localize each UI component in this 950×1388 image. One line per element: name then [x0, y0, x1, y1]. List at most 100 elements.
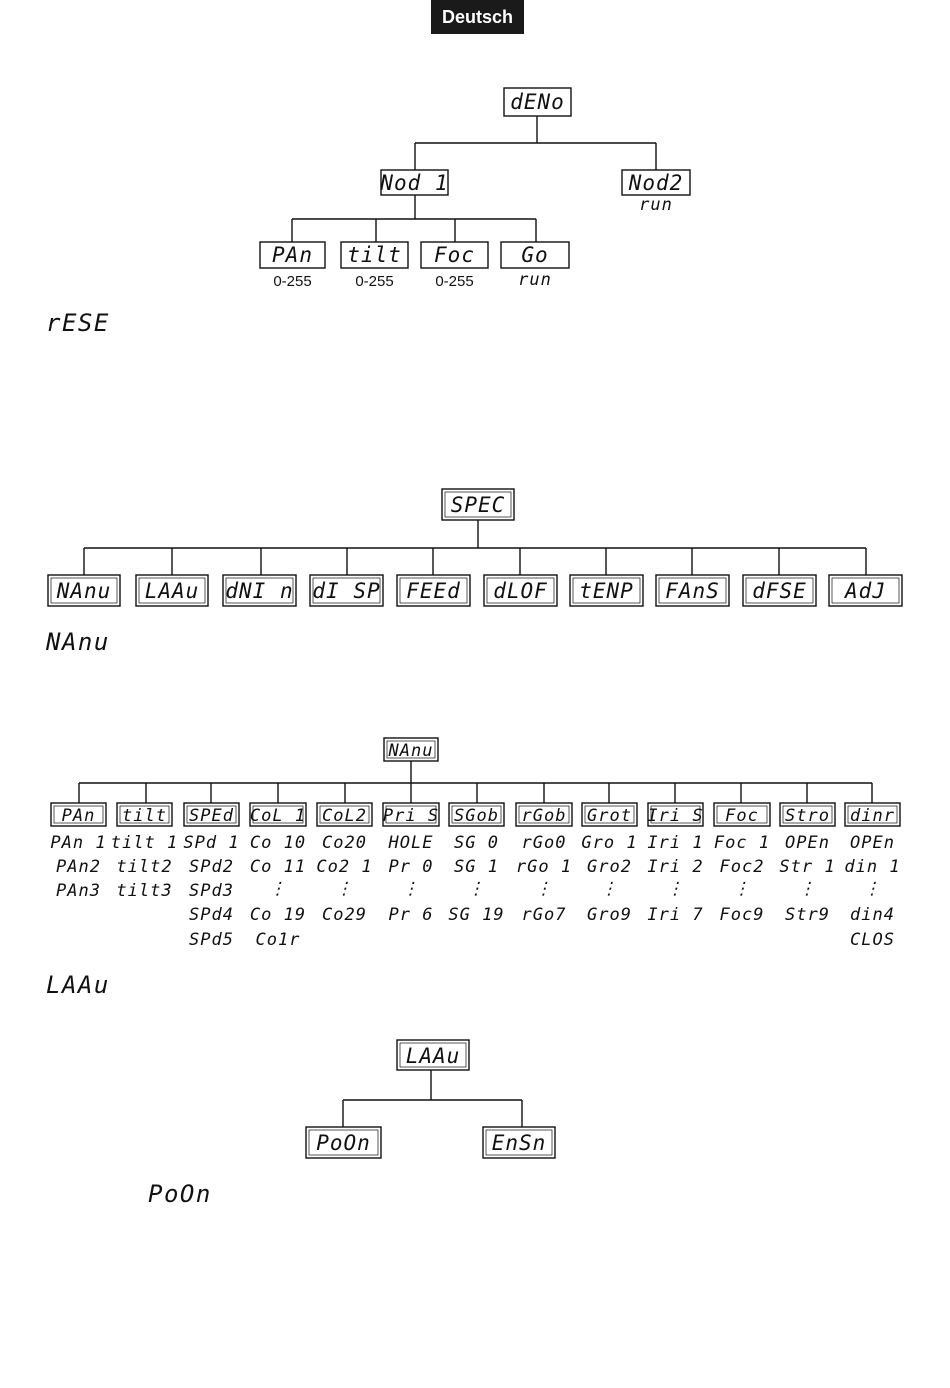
manu-option: PAn2	[56, 857, 101, 877]
manu-column-label: Grot	[587, 806, 632, 826]
manu-option-ellipsis: ⋮	[336, 879, 354, 899]
manu-option-ellipsis: ⋮	[733, 879, 751, 899]
manu-option: SPd2	[189, 857, 234, 877]
laau-child-poon: PoOn	[305, 1126, 382, 1159]
demo-child-range: 0-255	[273, 273, 311, 290]
manu-option: Gro2	[587, 857, 632, 877]
manu-option: Co 11	[250, 857, 306, 877]
manu-root-label: NAnu	[388, 741, 434, 761]
demo-child-range: 0-255	[435, 273, 473, 290]
demo-child-foc: Foc 0-255	[420, 241, 489, 290]
demo-connectors	[291, 116, 657, 242]
manu-option: tilt2	[116, 857, 172, 877]
manu-column-label: Foc	[725, 806, 759, 826]
manu-option: CLOS	[850, 930, 895, 950]
manu-option: rGo 1	[516, 857, 572, 877]
laau-child-ensn: EnSn	[482, 1126, 556, 1159]
manu-column-label: Pri S	[383, 806, 439, 826]
laau-tree: LAAu PoOn EnSn	[305, 1039, 556, 1159]
demo-root-box: dENo	[503, 87, 572, 117]
manu-option: Co20	[322, 833, 367, 853]
manu-option: tilt3	[116, 881, 172, 901]
manu-option: SG 1	[454, 857, 499, 877]
manu-connectors	[78, 761, 873, 803]
mod2-sub: run	[639, 195, 673, 215]
demo-tree: dENo Nod 1 Nod2 run PAn 0-255 tilt 0-255…	[259, 87, 691, 290]
laau-heading: LAAu	[46, 971, 110, 999]
manu-option-ellipsis: ⋮	[535, 879, 553, 899]
language-tag: Deutsch	[431, 0, 524, 34]
manu-option-ellipsis: ⋮	[269, 879, 287, 899]
manu-option: HOLE	[388, 833, 434, 853]
manu-option: Iri 7	[647, 905, 703, 925]
manu-option: OPEn	[785, 833, 830, 853]
manu-column-label: Iri S	[647, 806, 703, 826]
manu-column-grot: Grot Gro 1 Gro2 ⋮ Gro9	[581, 802, 638, 925]
spec-item-label: dFSE	[752, 579, 807, 603]
manu-heading: NAnu	[45, 628, 110, 656]
manu-option: OPEn	[850, 833, 895, 853]
manu-column-label: SGob	[454, 806, 499, 826]
mod1-box: Nod 1	[379, 169, 449, 196]
manu-column-dimmer: dinr OPEn din 1 ⋮ din4 CLOS	[844, 802, 901, 950]
spec-item-feed: FEEd	[396, 574, 471, 607]
laau-child-label: PoOn	[316, 1131, 371, 1155]
manu-option: Str9	[785, 905, 830, 925]
manu-column-label: SPEd	[189, 806, 234, 826]
manu-option-ellipsis: ⋮	[468, 879, 486, 899]
spec-item-label: dLOF	[493, 579, 548, 603]
manu-option: PAn 1	[50, 833, 106, 853]
manu-option: Foc9	[720, 905, 765, 925]
mod1-label: Nod 1	[379, 171, 448, 195]
manu-option: Co 19	[250, 905, 306, 925]
manu-option: Co1r	[256, 930, 301, 950]
spec-item-dfse: dFSE	[742, 574, 817, 607]
demo-child-tilt: tilt 0-255	[340, 241, 409, 290]
manu-column-iris: Iri S Iri 1 Iri 2 ⋮ Iri 7	[647, 802, 704, 925]
demo-child-label: PAn	[272, 243, 313, 267]
manu-column-label: PAn	[62, 806, 96, 826]
manu-option: Co2 1	[316, 857, 372, 877]
manu-option: Foc 1	[714, 833, 770, 853]
manu-column-label: CoL2	[322, 806, 367, 826]
manu-option: Iri 2	[647, 857, 703, 877]
manu-option: rGo7	[522, 905, 567, 925]
demo-child-range: 0-255	[355, 273, 393, 290]
manu-option-ellipsis: ⋮	[667, 879, 685, 899]
manu-column-tilt: tilt tilt 1 tilt2 tilt3	[111, 802, 177, 901]
demo-child-label: Go	[521, 243, 548, 267]
manu-option: Gro9	[587, 905, 632, 925]
manu-option: SPd5	[189, 930, 234, 950]
manu-tree: NAnu PAn PAn 1 PAn2 PAn3 tilt tilt 1 til…	[50, 737, 901, 950]
spec-item-laau: LAAu	[135, 574, 209, 607]
spec-item-manu: NAnu	[47, 574, 121, 607]
manu-column-strobe: Stro OPEn Str 1 ⋮ Str9	[779, 802, 836, 925]
manu-column-sgob: SGob SG 0 SG 1 ⋮ SG 19	[448, 802, 505, 925]
spec-item-label: FAnS	[665, 579, 720, 603]
manu-column-label: Stro	[785, 806, 830, 826]
demo-child-run: run	[518, 270, 552, 290]
manu-option: SPd3	[189, 881, 234, 901]
manu-option: Str 1	[779, 857, 835, 877]
laau-child-label: EnSn	[492, 1131, 547, 1155]
manu-option: Gro 1	[581, 833, 637, 853]
spec-root-box: SPEC	[441, 488, 515, 521]
spec-item-label: NAnu	[56, 579, 112, 603]
laau-root-label: LAAu	[406, 1044, 461, 1068]
manu-option: PAn3	[56, 881, 101, 901]
manu-option: Co29	[322, 905, 367, 925]
spec-item-temp: tENP	[569, 574, 644, 607]
manu-column-label: tilt	[122, 806, 167, 826]
demo-child-pan: PAn 0-255	[259, 241, 326, 290]
manu-option: rGo0	[522, 833, 567, 853]
spec-item-dlof: dLOF	[483, 574, 558, 607]
manu-option-ellipsis: ⋮	[402, 879, 420, 899]
demo-root-label: dENo	[510, 90, 565, 114]
manu-column-pan: PAn PAn 1 PAn2 PAn3	[50, 802, 107, 901]
manu-option: Iri 1	[647, 833, 703, 853]
manu-column-foc: Foc Foc 1 Foc2 ⋮ Foc9	[713, 802, 771, 925]
manu-option: Pr 6	[389, 905, 434, 925]
spec-connectors	[83, 520, 867, 575]
poon-heading: PoOn	[148, 1180, 212, 1208]
